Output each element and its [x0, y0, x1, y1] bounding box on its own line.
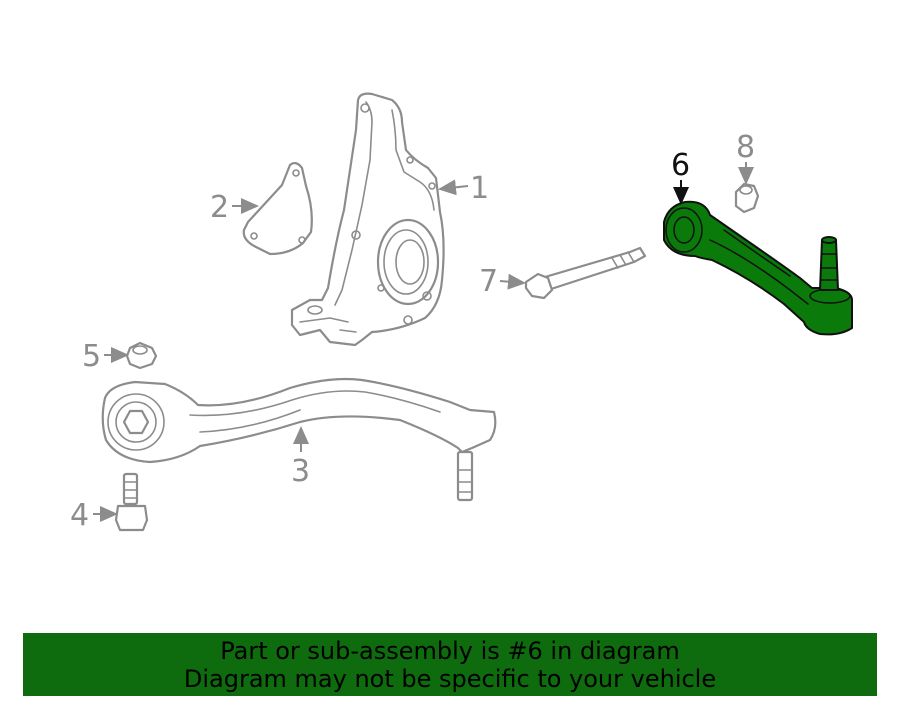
callout-7: 7: [479, 264, 498, 299]
arrow-1: [438, 179, 469, 196]
callout-1: 1: [470, 171, 489, 206]
callout-4: 4: [70, 498, 89, 533]
nut-part-8: [734, 182, 760, 214]
nut-part-5: [125, 341, 158, 370]
lower-control-arm-part-3: [101, 377, 497, 502]
banner-line-1: Part or sub-assembly is #6 in diagram: [220, 637, 680, 665]
callout-6: 6: [671, 148, 690, 183]
callout-labels: 1 2 3 4 5 6 7 8: [70, 130, 755, 533]
callout-3: 3: [291, 454, 310, 489]
info-banner: Part or sub-assembly is #6 in diagram Di…: [23, 633, 877, 696]
arrow-7: [499, 273, 526, 290]
callout-arrows: [93, 162, 754, 522]
parts-diagram: 1 2 3 4 5 6 7 8: [70, 92, 853, 533]
dust-shield-part-2: [242, 161, 313, 256]
callout-5: 5: [82, 339, 101, 374]
long-bolt-part-7: [524, 246, 647, 300]
bolt-part-4: [114, 472, 149, 532]
steering-knuckle-part-1: [290, 92, 445, 347]
callout-2: 2: [210, 190, 229, 225]
callout-8: 8: [736, 130, 755, 165]
upper-control-arm-part-6: [663, 200, 853, 336]
banner-line-2: Diagram may not be specific to your vehi…: [183, 665, 717, 693]
